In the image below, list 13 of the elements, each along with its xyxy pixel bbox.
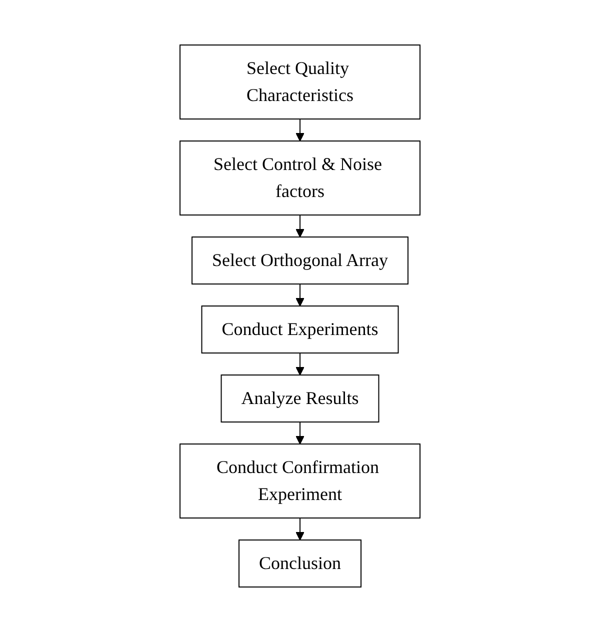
- node-box: Analyze Results: [220, 374, 379, 422]
- arrow: [295, 283, 304, 306]
- node-box: Select Orthogonal Array: [191, 236, 408, 284]
- node-box: Conduct Experiments: [200, 305, 398, 353]
- node-box: Select Control & Noise factors: [179, 140, 420, 215]
- node-box: Conduct Confirmation Experiment: [179, 443, 420, 518]
- arrow: [295, 421, 304, 444]
- arrow: [295, 352, 304, 375]
- arrow: [295, 517, 304, 540]
- arrow: [295, 118, 304, 141]
- arrow: [295, 214, 304, 237]
- node-box: Conclusion: [238, 539, 361, 587]
- node-box: Select Quality Characteristics: [179, 44, 420, 119]
